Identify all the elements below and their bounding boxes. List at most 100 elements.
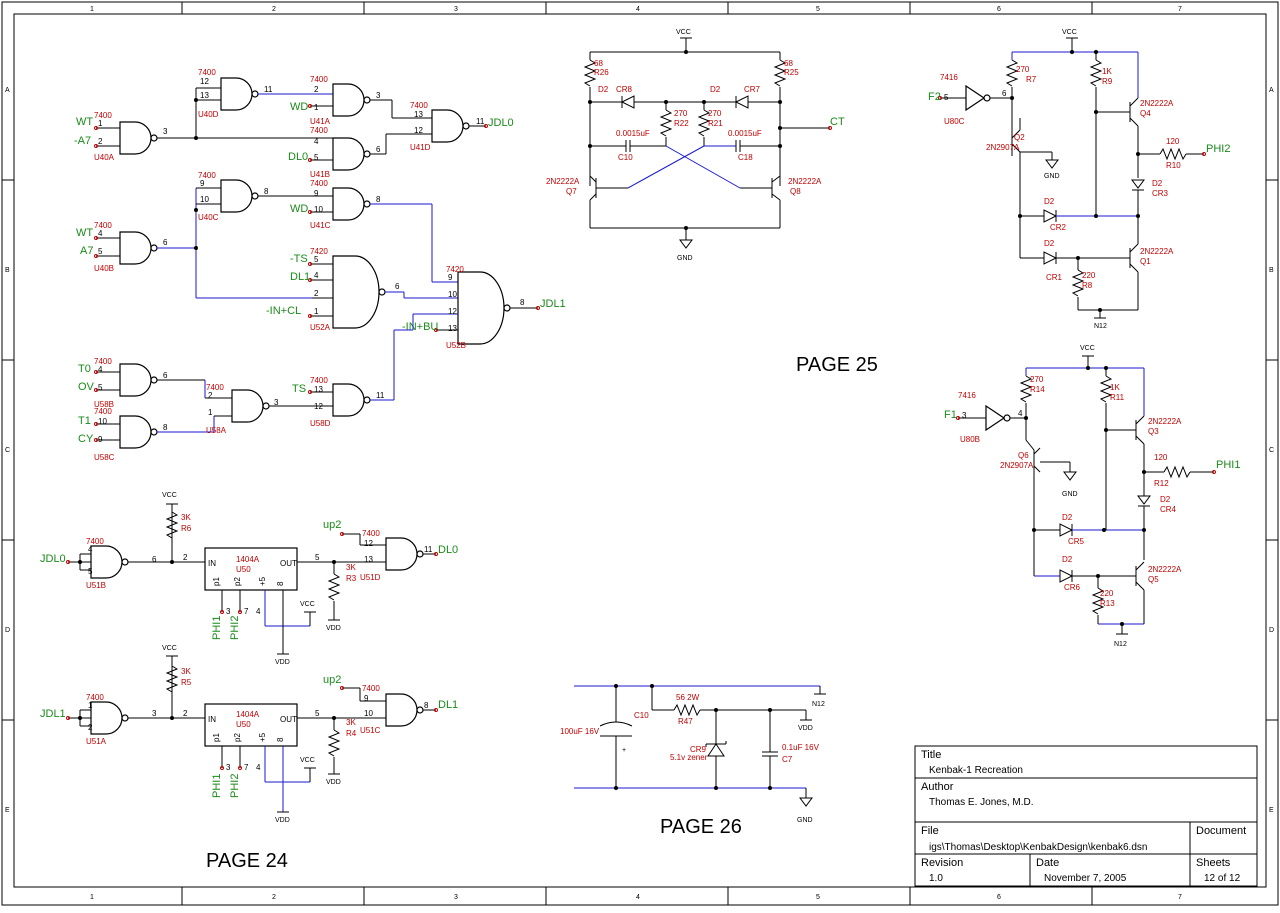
diode bbox=[620, 95, 635, 109]
page25-phi2-driver: VCC 7416 F2 5 U80C 6 270 R7 Q2 2N2907A G… bbox=[928, 29, 1230, 330]
resistor bbox=[773, 59, 787, 87]
schematic-label: 5 bbox=[314, 153, 319, 162]
schematic-label: U40D bbox=[198, 110, 219, 119]
schematic-label: 7 bbox=[244, 607, 249, 616]
schematic-label: 3K bbox=[346, 718, 356, 727]
schematic-label: 8 bbox=[276, 737, 285, 742]
resistor bbox=[165, 665, 179, 693]
junction-or-pin bbox=[78, 560, 82, 564]
wire-segment bbox=[1129, 117, 1139, 127]
schematic-label: 1K bbox=[1110, 383, 1120, 392]
schematic-label: JDL1 bbox=[40, 708, 66, 720]
resistor bbox=[165, 511, 179, 539]
schematic-label: 4 bbox=[98, 365, 103, 374]
schematic-label: 3 bbox=[226, 607, 231, 616]
column-ruler: 1 2 3 4 5 6 7 1 2 3 4 5 6 7 bbox=[90, 6, 1182, 901]
schematic-label: VCC bbox=[1080, 345, 1095, 352]
schematic-label: 2N2222A bbox=[1140, 247, 1174, 256]
inverter bbox=[985, 404, 1006, 432]
row-ruler: A B C D E A B C D E bbox=[5, 87, 1274, 814]
schematic-label: CY bbox=[78, 433, 94, 445]
schematic-label: JDL1 bbox=[540, 298, 566, 310]
schematic-label: D2 bbox=[1062, 555, 1073, 564]
schematic-label: Q1 bbox=[1140, 257, 1151, 266]
schematic-label: Q2 bbox=[1014, 133, 1025, 142]
junction-or-pin bbox=[434, 328, 438, 332]
schematic-label: R14 bbox=[1030, 385, 1045, 394]
ground-symbol bbox=[799, 797, 813, 807]
schematic-label: R47 bbox=[678, 717, 693, 726]
junction-or-pin bbox=[484, 124, 488, 128]
resistor bbox=[1005, 59, 1019, 87]
date-value: November 7, 2005 bbox=[1044, 873, 1127, 884]
schematic-label: 3 bbox=[152, 709, 157, 718]
revision-value: 1.0 bbox=[929, 873, 943, 884]
schematic-label: Q8 bbox=[790, 187, 801, 196]
schematic-label: 9 bbox=[200, 179, 205, 188]
schematic-label: 10 bbox=[448, 290, 457, 299]
revision-label: Revision bbox=[921, 857, 963, 869]
schematic-label: 220 bbox=[1100, 589, 1114, 598]
schematic-label: 270 bbox=[708, 109, 722, 118]
resistor bbox=[697, 109, 711, 137]
schematic-label: C10 bbox=[618, 153, 633, 162]
junction-or-pin bbox=[94, 236, 98, 240]
schematic-label: 12 bbox=[200, 77, 209, 86]
schematic-label: GND bbox=[1062, 491, 1078, 498]
junction-or-pin bbox=[308, 314, 312, 318]
schematic-label: GND bbox=[677, 255, 693, 262]
schematic-label: F1 bbox=[944, 409, 957, 421]
schematic-label: C7 bbox=[782, 755, 793, 764]
document-label: Document bbox=[1196, 825, 1246, 837]
resistor bbox=[1071, 269, 1085, 297]
wire-segment bbox=[1011, 143, 1021, 153]
col-label: 4 bbox=[636, 894, 640, 901]
schematic-label: D2 bbox=[1044, 197, 1055, 206]
junction-or-pin bbox=[66, 716, 70, 720]
schematic-label: p2 bbox=[233, 733, 242, 742]
schematic-label: CR4 bbox=[1160, 505, 1177, 514]
schematic-label: VDD bbox=[275, 817, 290, 824]
schematic-label: 2N2907A bbox=[1000, 461, 1034, 470]
nand-gate bbox=[231, 389, 264, 423]
schematic-label: DL1 bbox=[290, 271, 310, 283]
schematic-label: 4 bbox=[88, 545, 93, 554]
schematic-label: 2N2222A bbox=[546, 177, 580, 186]
schematic-label: 68 bbox=[594, 59, 603, 68]
junction-or-pin bbox=[434, 708, 438, 712]
schematic-label: 13 bbox=[364, 555, 373, 564]
schematic-label: 11 bbox=[424, 545, 433, 554]
schematic-label: CR1 bbox=[1046, 273, 1063, 282]
schematic-label: VCC bbox=[1062, 29, 1077, 36]
schematic-label: R26 bbox=[594, 68, 609, 77]
schematic-label: U41B bbox=[310, 170, 330, 179]
junction-or-pin bbox=[416, 550, 424, 558]
schematic-label: VCC bbox=[162, 645, 177, 652]
schematic-label: 12 bbox=[448, 307, 457, 316]
schematic-label: GND bbox=[797, 817, 813, 824]
wire-segment bbox=[589, 193, 597, 201]
diode bbox=[1059, 523, 1074, 537]
schematic-label: 13 bbox=[448, 324, 457, 333]
schematic-label: D2 bbox=[1160, 495, 1171, 504]
schematic-label: 2 bbox=[88, 723, 93, 732]
schematic-label: 3 bbox=[274, 398, 279, 407]
junction-or-pin bbox=[363, 96, 371, 104]
junction-or-pin bbox=[1086, 366, 1090, 370]
resistor bbox=[1091, 587, 1105, 615]
schematic-label: 1 bbox=[88, 701, 93, 710]
schematic-label: 2 bbox=[314, 85, 319, 94]
schematic-label: 270 bbox=[1016, 65, 1030, 74]
schematic-label: +5 bbox=[258, 732, 267, 742]
schematic-label: 100uF 16V bbox=[560, 727, 600, 736]
nand-gate bbox=[431, 109, 464, 143]
schematic-label: p2 bbox=[233, 577, 242, 586]
schematic-label: R5 bbox=[181, 678, 192, 687]
schematic-label: 2N2907A bbox=[986, 143, 1020, 152]
net-label: -A7 bbox=[74, 135, 91, 147]
schematic-label: 1404A bbox=[236, 555, 260, 564]
junction-or-pin bbox=[94, 370, 98, 374]
wire-segment bbox=[1135, 435, 1145, 445]
junction-or-pin bbox=[684, 50, 688, 54]
schematic-label: 3 bbox=[962, 411, 967, 420]
